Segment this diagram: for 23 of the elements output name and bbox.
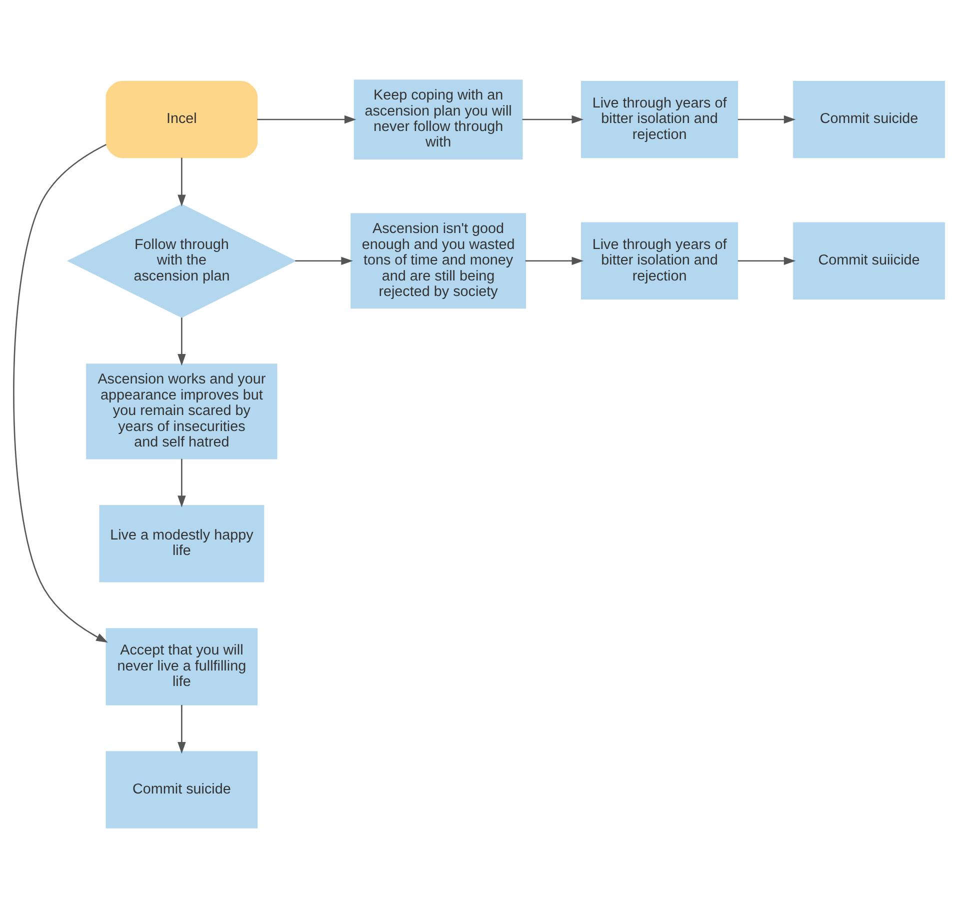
node-box: Live through years of bitter isolation and rejection <box>581 80 738 158</box>
arrow <box>178 157 186 206</box>
node-diamond: Follow through with the ascension plan <box>66 203 296 318</box>
arrow <box>738 256 796 265</box>
node-box: Ascension isn't good enough and you wasted tons of time and money and are still being rejected by society <box>350 212 526 308</box>
node-box: Commit suicide <box>793 80 945 158</box>
arrow <box>178 317 186 366</box>
arrow <box>178 704 186 754</box>
arrow <box>178 458 186 507</box>
node-box: Ascension works and your appearance improves but you remain scared by years of insecurities and self hatred <box>86 363 278 459</box>
node-box: Live a modestly happy life <box>99 504 264 582</box>
node-box: Commit suiicide <box>793 222 945 300</box>
node-box: Incel <box>106 80 258 158</box>
node-box: Accept that you will never live a fullfilling life <box>106 628 258 705</box>
arrow <box>257 114 356 124</box>
node-box: Commit suicide <box>106 750 258 828</box>
arrow <box>738 114 796 124</box>
node-box: Keep coping with an ascension plan you will never follow through with <box>354 79 523 159</box>
arrow <box>13 144 108 642</box>
arrow <box>522 114 584 124</box>
arrow <box>295 256 353 265</box>
node-box: Live through years of bitter isolation and rejection <box>581 222 738 300</box>
arrow <box>525 256 584 265</box>
